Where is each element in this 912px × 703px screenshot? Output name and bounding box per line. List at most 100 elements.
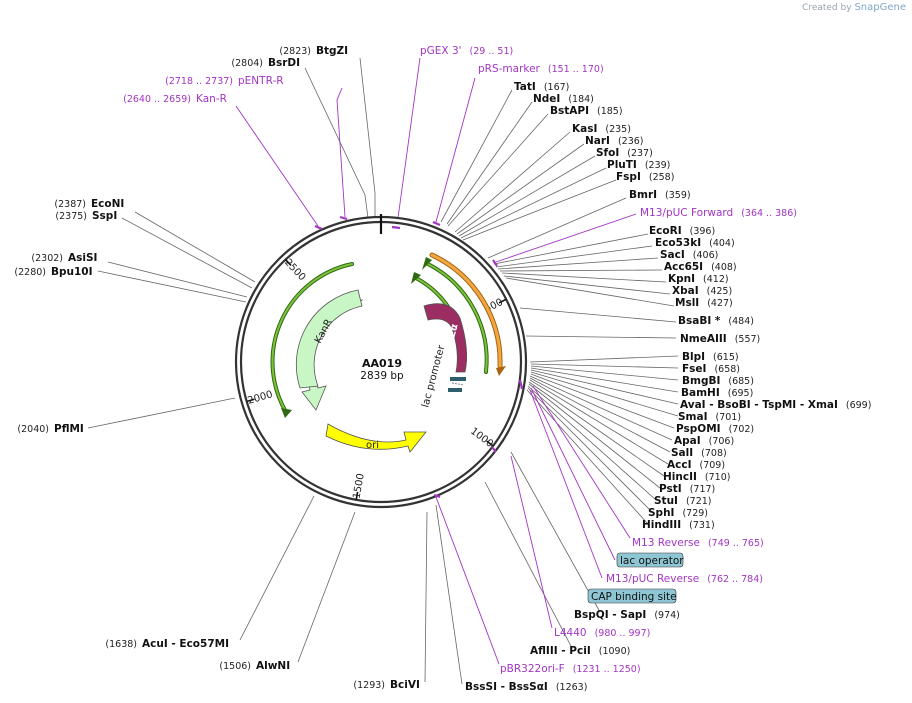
enzyme-name: AlwNI	[256, 660, 290, 672]
enzyme-label: AlwNI(1506)	[219, 660, 290, 672]
enzyme-label: EcoNI(2387)	[54, 198, 124, 210]
enzyme-label: TatI(167)	[514, 81, 569, 93]
enzyme-label: NarI(236)	[585, 135, 644, 147]
primer-name: pGEX 3'	[420, 45, 462, 57]
primer-position: (1231 .. 1250)	[573, 664, 641, 675]
primer-marks	[314, 215, 524, 499]
primer-position: (29 .. 51)	[470, 46, 514, 57]
enzyme-name: BsrDI	[268, 57, 300, 69]
lac-operator-label: lac operator	[620, 555, 684, 567]
enzyme-position: (1090)	[599, 646, 631, 657]
enzyme-label: FseI(658)	[682, 363, 740, 375]
enzyme-label: HindIII(731)	[642, 519, 715, 531]
enzyme-position: (557)	[735, 334, 761, 345]
enzyme-label: PstI(717)	[659, 483, 715, 495]
promoter-mark	[451, 382, 465, 386]
enzyme-position: (729)	[682, 508, 708, 519]
enzyme-position: (235)	[605, 124, 631, 135]
enzyme-position: (1293)	[353, 680, 385, 691]
primer-label: pENTR-R(2718 .. 2737)	[165, 75, 283, 87]
tick-mark	[486, 440, 494, 447]
enzyme-name: SalI	[671, 447, 693, 459]
enzyme-label: AvaI - BsoBI - TspMI - XmaI(699)	[680, 399, 871, 411]
enzyme-label: BtgZI(2823)	[279, 45, 348, 57]
cap-mark	[448, 388, 462, 392]
lac-operator-box	[616, 552, 684, 568]
enzyme-label: BciVI(1293)	[353, 679, 419, 691]
enzyme-label: BstAPI (185)	[550, 105, 623, 117]
enzyme-label: AsiSI(2302)	[31, 252, 97, 264]
enzyme-position: (2387)	[54, 199, 86, 210]
enzyme-name: ApaI	[674, 435, 701, 447]
enzyme-name: PstI	[659, 483, 682, 495]
enzyme-name: KasI	[572, 123, 597, 135]
enzyme-label: SacI(406)	[660, 249, 718, 261]
kanr-feature-body	[295, 289, 363, 389]
credit-text: Created by	[802, 3, 852, 13]
enzyme-position: (695)	[728, 388, 754, 399]
enzyme-label: ApaI(706)	[674, 435, 734, 447]
enzyme-label: BlpI(615)	[682, 351, 739, 363]
enzyme-name: AccI	[667, 459, 691, 471]
lac-promoter-label: lac promoter	[420, 343, 447, 409]
enzyme-label: SmaI(701)	[678, 411, 741, 423]
enzyme-position: (427)	[707, 298, 733, 309]
enzyme-label: BsaBI *(484)	[678, 315, 754, 327]
enzyme-name: StuI	[654, 495, 678, 507]
enzyme-position: (236)	[618, 136, 644, 147]
tick-mark	[284, 259, 292, 266]
enzyme-position: (2302)	[31, 253, 63, 264]
primer-label: pRS-marker(151 .. 170)	[478, 63, 604, 75]
enzyme-label: BmrI(359)	[629, 189, 691, 201]
enzyme-name: BtgZI	[316, 45, 348, 57]
enzyme-label: BamHI (695)	[681, 387, 753, 399]
enzyme-position: (708)	[701, 448, 727, 459]
cap-box	[587, 588, 677, 604]
enzyme-position: (258)	[649, 172, 675, 183]
enzyme-label: AcuI - Eco57MI(1638)	[105, 638, 229, 650]
enzyme-position: (658)	[714, 364, 740, 375]
enzyme-position: (709)	[699, 460, 725, 471]
enzyme-position: (185)	[597, 106, 623, 117]
primer-name: Kan-R	[196, 93, 227, 105]
leader-lines	[87, 57, 679, 685]
enzyme-label: Bpu10I(2280)	[14, 266, 92, 278]
cap-binding-label: CAP binding site	[591, 591, 677, 603]
primer-label: Kan-R(2640 .. 2659)	[123, 93, 227, 105]
enzyme-name: PluTI	[607, 159, 637, 171]
enzyme-position: (406)	[693, 250, 719, 261]
enzyme-name: BstAPI	[550, 105, 589, 117]
primer-name: M13 Reverse	[632, 537, 700, 549]
tick-mark	[355, 491, 359, 500]
tick-label: 1500	[351, 473, 366, 500]
enzyme-position: (184)	[568, 94, 594, 105]
enzyme-label: SphI(729)	[648, 507, 708, 519]
enzyme-label: BspQI - SapI(974)	[574, 609, 680, 621]
primer-position: (749 .. 765)	[708, 538, 764, 549]
primer-label: M13 Reverse (749 .. 765)	[632, 537, 764, 549]
orf-arrowhead	[496, 366, 506, 376]
enzyme-position: (412)	[703, 274, 729, 285]
enzyme-position: (974)	[654, 610, 680, 621]
enzyme-name: KpnI	[668, 273, 695, 285]
plasmid-name: AA019	[362, 357, 402, 370]
enzyme-position: (699)	[846, 400, 872, 411]
primer-label: M13/pUC Forward(364 .. 386)	[640, 207, 797, 219]
snapgene-credit: Created by SnapGene	[802, 2, 906, 13]
enzyme-name: BssSI - BssSαI	[465, 681, 548, 693]
enzyme-label: SspI(2375)	[55, 210, 117, 222]
enzyme-label: PluTI(239)	[607, 159, 670, 171]
enzyme-position: (1638)	[105, 639, 137, 650]
ori-label: ori	[366, 440, 379, 451]
primer-label: M13/pUC Reverse(762 .. 784)	[606, 573, 763, 585]
enzyme-name: SmaI	[678, 411, 708, 423]
primer-position: (762 .. 784)	[707, 574, 763, 585]
primer-name: M13/pUC Forward	[640, 207, 733, 219]
enzyme-name: BamHI	[681, 387, 720, 399]
enzyme-name: BlpI	[682, 351, 705, 363]
tick-label: 2000	[246, 389, 274, 407]
enzyme-position: (2040)	[17, 424, 49, 435]
enzyme-label: SalI (708)	[671, 447, 727, 459]
tick-label: 2500	[282, 257, 307, 283]
